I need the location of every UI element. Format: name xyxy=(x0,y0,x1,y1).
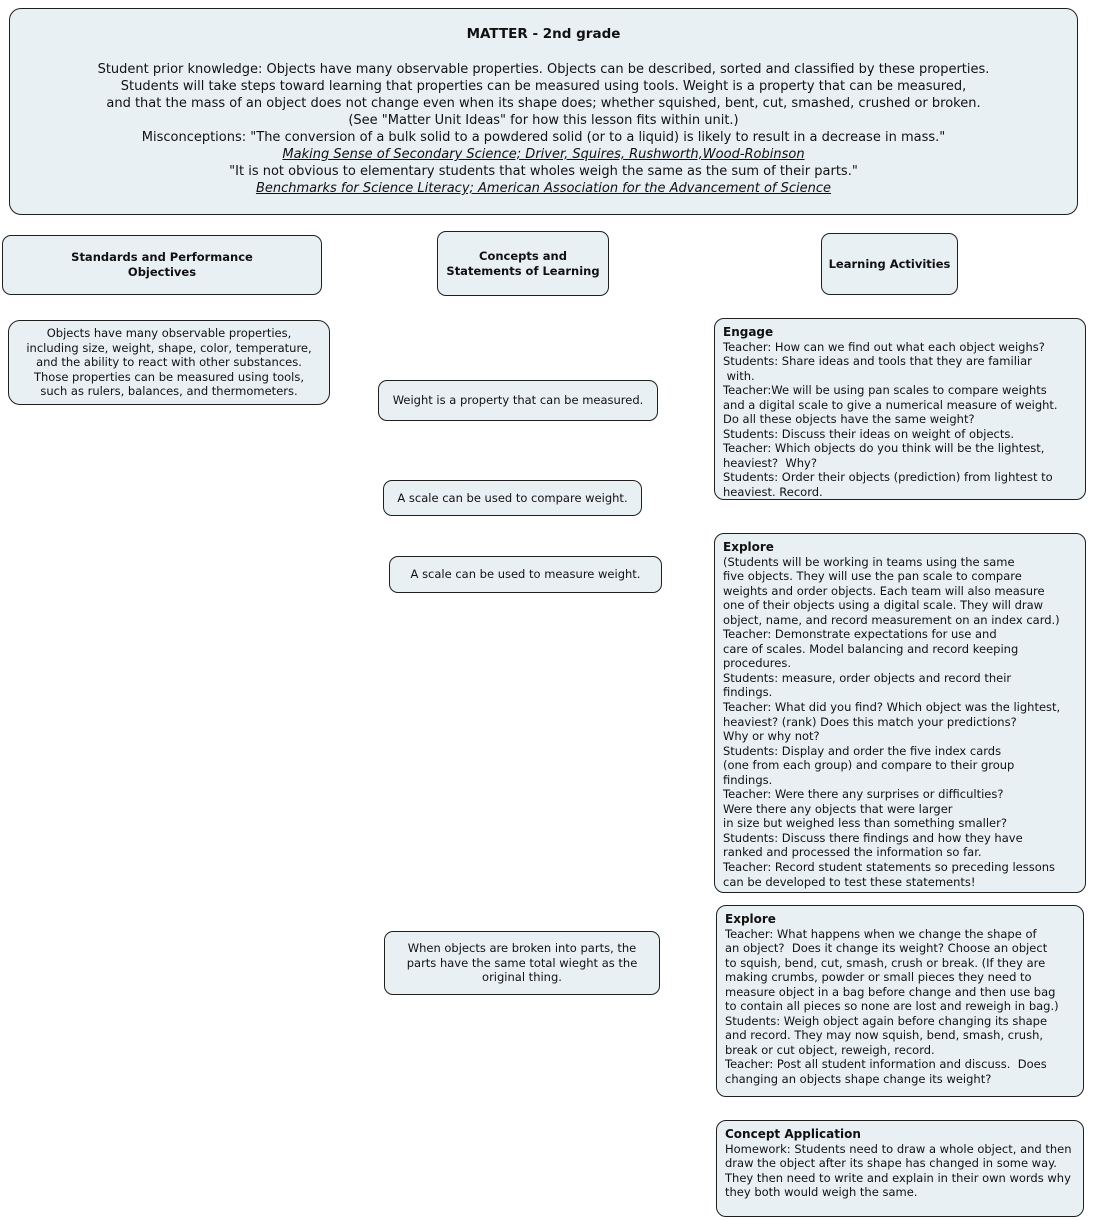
concept-box-parts-weight: When objects are broken into parts, the … xyxy=(384,931,660,995)
column-header-standards-label: Standards and Performance Objectives xyxy=(71,250,253,279)
concept-box-weight-property: Weight is a property that can be measure… xyxy=(378,380,658,421)
concept-box-scale-compare: A scale can be used to compare weight. xyxy=(383,480,642,516)
activity-body: Teacher: What happens when we change the… xyxy=(725,926,1059,1087)
standards-objective-box: Objects have many observable properties,… xyxy=(8,320,330,405)
activity-box-explore-2: Explore Teacher: What happens when we ch… xyxy=(716,905,1084,1097)
overview-line-wholes-quote: "It is not obvious to elementary student… xyxy=(229,164,858,179)
concept-text: Weight is a property that can be measure… xyxy=(392,393,644,408)
concept-text: A scale can be used to measure weight. xyxy=(410,567,641,582)
activity-box-engage: Engage Teacher: How can we find out what… xyxy=(714,318,1086,500)
concept-box-scale-measure: A scale can be used to measure weight. xyxy=(389,556,662,593)
activity-title: Engage xyxy=(723,325,774,339)
activity-title: Explore xyxy=(725,912,776,926)
page-title: MATTER - 2nd grade xyxy=(466,26,621,42)
citation-benchmarks: Benchmarks for Science Literacy; America… xyxy=(255,181,832,196)
concept-text: A scale can be used to compare weight. xyxy=(397,490,628,505)
activity-title: Explore xyxy=(723,540,774,554)
activity-box-explore-1: Explore (Students will be working in tea… xyxy=(714,533,1086,893)
overview-line-misconception: Misconceptions: "The conversion of a bul… xyxy=(141,130,946,145)
column-header-concepts-label: Concepts and Statements of Learning xyxy=(446,248,600,278)
column-header-concepts: Concepts and Statements of Learning xyxy=(437,231,609,296)
citation-secondary-science: Making Sense of Secondary Science; Drive… xyxy=(282,147,805,162)
standards-objective-text: Objects have many observable properties,… xyxy=(26,326,312,399)
overview-box: MATTER - 2nd grade Student prior knowled… xyxy=(9,8,1078,215)
column-header-activities: Learning Activities xyxy=(821,233,958,295)
activity-title: Concept Application xyxy=(725,1127,861,1141)
activity-box-concept-application: Concept Application Homework: Students n… xyxy=(716,1120,1084,1217)
activity-body: Teacher: How can we find out what each o… xyxy=(723,339,1058,500)
activity-body: Homework: Students need to draw a whole … xyxy=(725,1141,1072,1200)
overview-line-unit-reference: (See "Matter Unit Ideas" for how this le… xyxy=(348,113,739,128)
overview-line-learning-goal: Students will take steps toward learning… xyxy=(120,79,967,94)
column-header-activities-label: Learning Activities xyxy=(828,256,951,271)
concept-text: When objects are broken into parts, the … xyxy=(406,941,638,985)
column-header-standards: Standards and Performance Objectives xyxy=(2,235,322,295)
overview-line-prior-knowledge: Student prior knowledge: Objects have ma… xyxy=(97,62,990,77)
overview-line-mass-constancy: and that the mass of an object does not … xyxy=(106,96,981,111)
activity-body: (Students will be working in teams using… xyxy=(723,554,1061,889)
